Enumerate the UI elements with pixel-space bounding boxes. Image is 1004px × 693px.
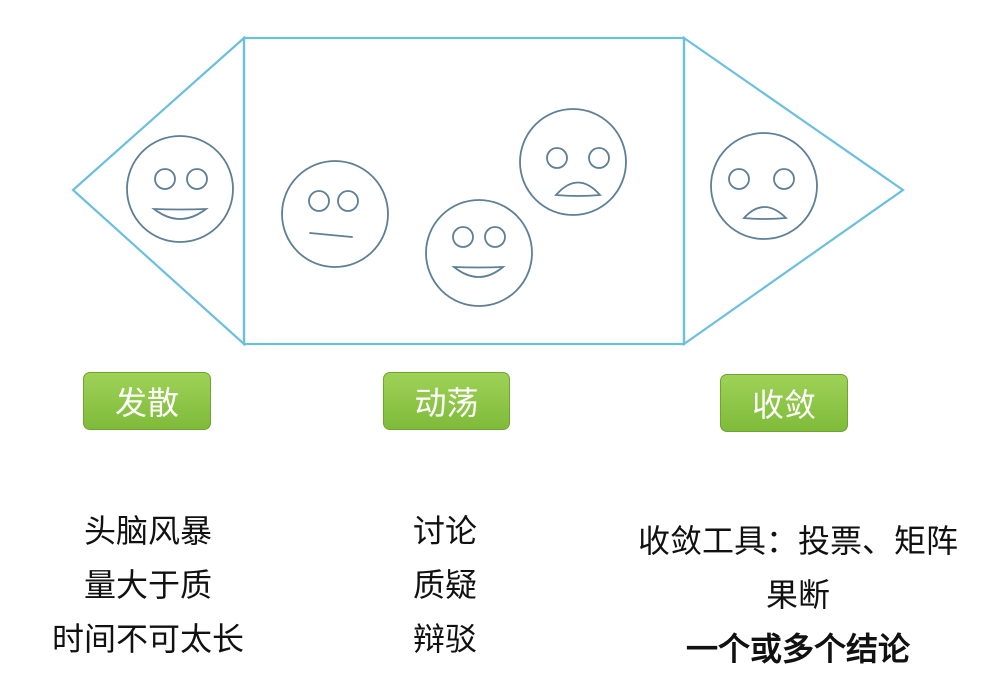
neutral-face-icon: [281, 160, 389, 268]
diamond-process-diagram: [71, 35, 905, 347]
smiling-face-icon: [425, 199, 533, 307]
diverge-notes: 头脑风暴 量大于质 时间不可太长: [20, 504, 276, 666]
converge-notes: 收敛工具：投票、矩阵 果断 一个或多个结论: [596, 514, 1000, 676]
stage-badge-turbulence: 动荡: [383, 372, 510, 430]
diverge-arrow-shape: [71, 35, 246, 347]
sad-face-icon: [710, 132, 818, 240]
turbulence-note: 质疑: [412, 566, 477, 604]
sad-face-icon: [519, 108, 627, 216]
diverge-note: 头脑风暴: [83, 512, 212, 550]
converge-note: 一个或多个结论: [685, 630, 910, 668]
diverge-note: 量大于质: [83, 566, 212, 604]
turbulence-note: 辩驳: [412, 620, 477, 658]
turbulence-note: 讨论: [412, 512, 477, 550]
converge-note: 果断: [765, 576, 830, 614]
stage-badge-diverge: 发散: [83, 372, 211, 430]
diverge-note: 时间不可太长: [51, 620, 244, 658]
converge-note: 收敛工具：投票、矩阵: [637, 522, 958, 560]
stage-badge-converge: 收敛: [720, 374, 848, 432]
converge-arrow-shape: [682, 35, 905, 347]
smiling-face-icon: [126, 135, 234, 243]
turbulence-notes: 讨论 质疑 辩驳: [380, 504, 510, 666]
